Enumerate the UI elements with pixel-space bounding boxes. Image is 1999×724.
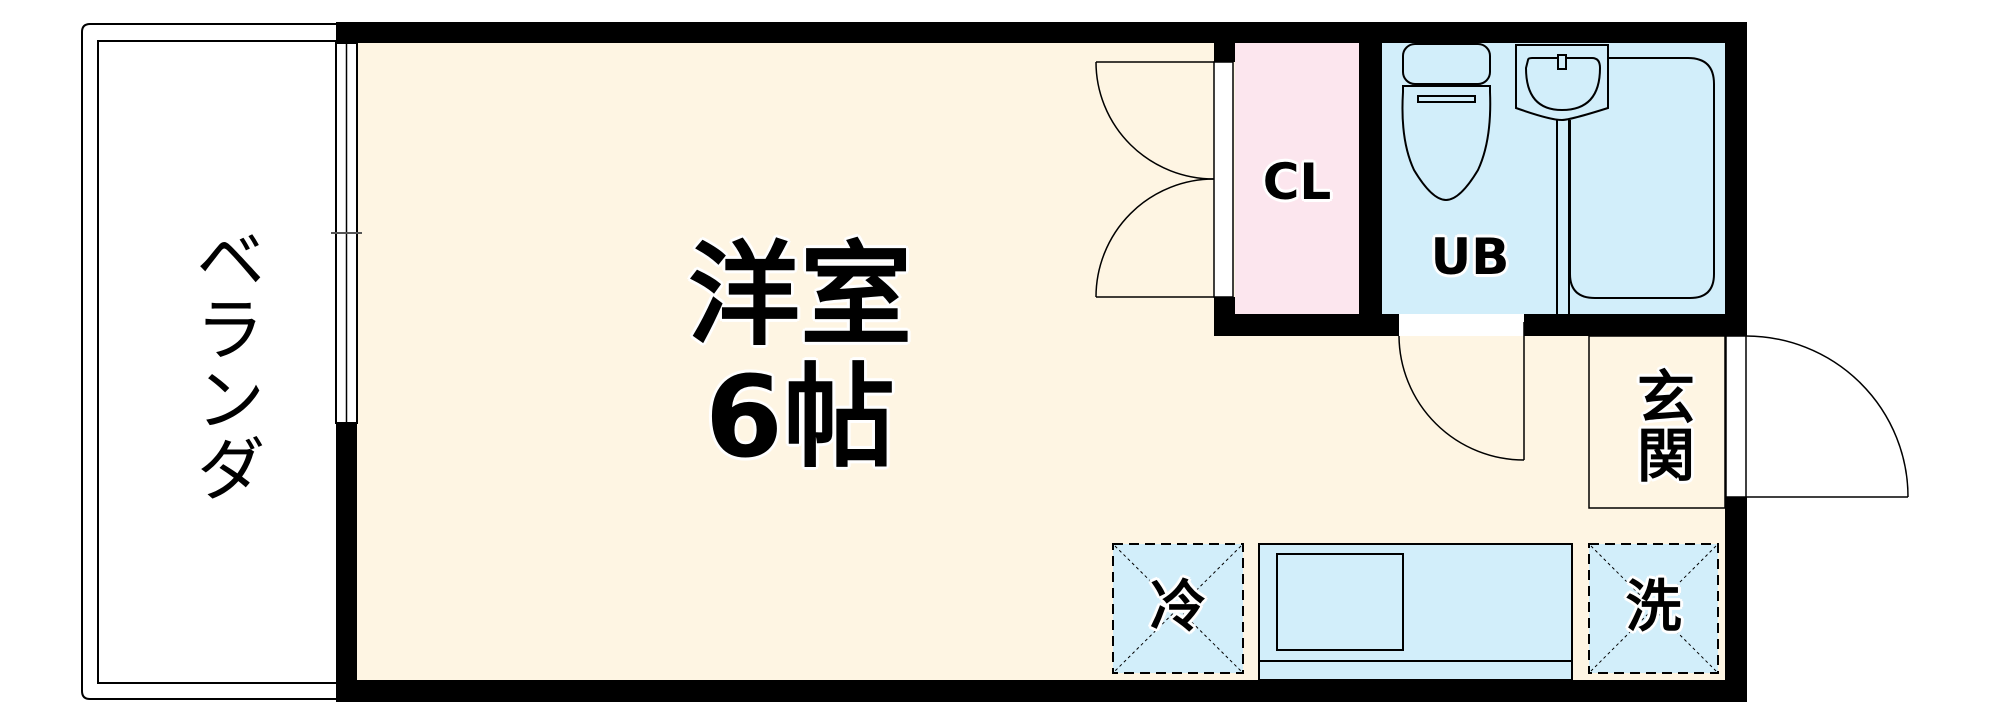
balcony-label: ベランダ (184, 223, 266, 503)
western-room-size: 6帖 (705, 353, 895, 483)
walls (336, 22, 1747, 702)
closet-doors (1095, 61, 1234, 298)
kitchen-counter (1258, 543, 1573, 681)
closet-label: CL (1262, 153, 1332, 211)
refrigerator-space (1112, 543, 1244, 674)
western-room-label: 洋室 6帖 (650, 240, 950, 474)
balcony (81, 23, 336, 700)
refrigerator-label: 冷 (1150, 575, 1206, 640)
wash-basin (1515, 44, 1609, 122)
western-room-type: 洋室 (688, 231, 912, 361)
closet-floor (1235, 43, 1359, 314)
bath-door (1398, 314, 1525, 461)
entrance-area (1588, 335, 1726, 509)
unit-bath-label: UB (1430, 228, 1510, 286)
bathtub (1556, 57, 1715, 314)
entrance-label: 玄関 (1627, 367, 1695, 483)
washer-label: 洗 (1625, 575, 1682, 640)
window (331, 42, 362, 424)
washer-space (1588, 543, 1719, 674)
toilet (1401, 43, 1492, 202)
front-door (1725, 335, 1909, 498)
